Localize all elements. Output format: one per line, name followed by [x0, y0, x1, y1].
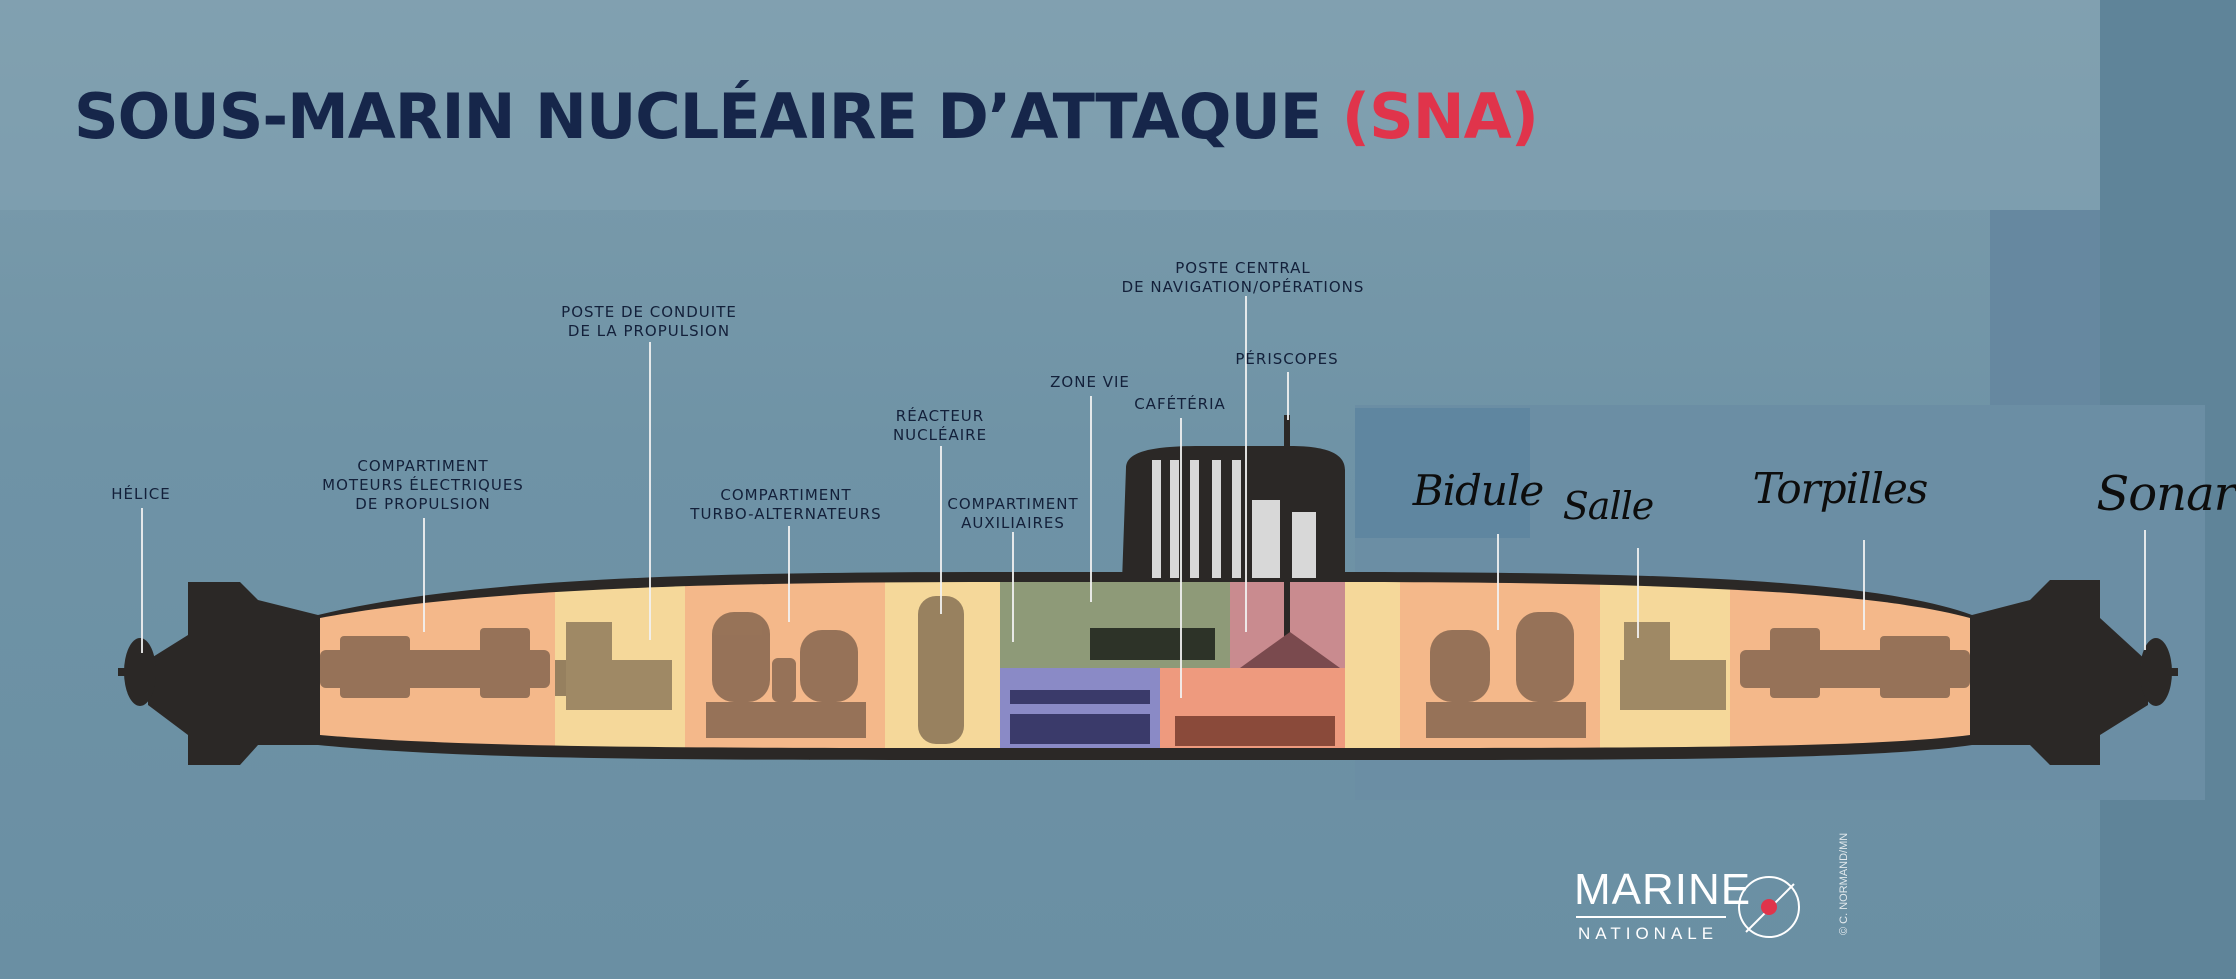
- title-main: SOUS-MARIN NUCLÉAIRE D’ATTAQUE: [74, 80, 1322, 153]
- handwritten-bidule: Bidule: [1412, 466, 1545, 515]
- handwritten-torpilles: Torpilles: [1752, 464, 1929, 513]
- logo-word: MARINE: [1574, 865, 1752, 914]
- label-zone-vie: ZONE VIE: [1050, 373, 1130, 391]
- label-helice: HÉLICE: [111, 485, 171, 503]
- background-panel-top: [0, 0, 2100, 210]
- leader-bidule: [1497, 534, 1499, 630]
- handwritten-sonar: Sonar: [2096, 466, 2236, 522]
- periscope-rod: [1284, 415, 1290, 637]
- leader-conduite: [649, 342, 651, 640]
- periscope-masts: [1152, 460, 1316, 578]
- compartment-mirror-cream: [1345, 582, 1400, 748]
- leader-reacteur: [940, 446, 942, 614]
- leader-torpilles: [1863, 540, 1865, 630]
- background-panel-patch: [1355, 408, 1530, 538]
- page-title: SOUS-MARIN NUCLÉAIRE D’ATTAQUE (SNA): [74, 80, 1539, 153]
- label-periscopes: PÉRISCOPES: [1235, 350, 1339, 368]
- leader-cafeteria: [1180, 418, 1182, 698]
- logo-mark-icon: [1738, 876, 1800, 938]
- leader-zone-vie: [1090, 396, 1092, 602]
- marine-nationale-logo: MARINE NATIONALE: [1574, 868, 1751, 944]
- leader-moteurs: [423, 518, 425, 632]
- photo-credit: © C. NORMAND/MN: [1838, 832, 1850, 935]
- compartment-cafeteria: [1160, 668, 1345, 748]
- leader-periscopes: [1287, 372, 1289, 420]
- label-cafeteria: CAFÉTÉRIA: [1134, 395, 1226, 413]
- leader-salle: [1637, 548, 1639, 638]
- leader-helice: [141, 508, 143, 653]
- leader-auxiliaires: [1012, 532, 1014, 642]
- title-acronym: (SNA): [1341, 80, 1539, 153]
- leader-sonar: [2144, 530, 2146, 650]
- leader-turbo: [788, 526, 790, 622]
- leader-poste-central: [1245, 296, 1247, 632]
- logo-sub: NATIONALE: [1578, 924, 1719, 943]
- handwritten-salle: Salle: [1562, 484, 1654, 528]
